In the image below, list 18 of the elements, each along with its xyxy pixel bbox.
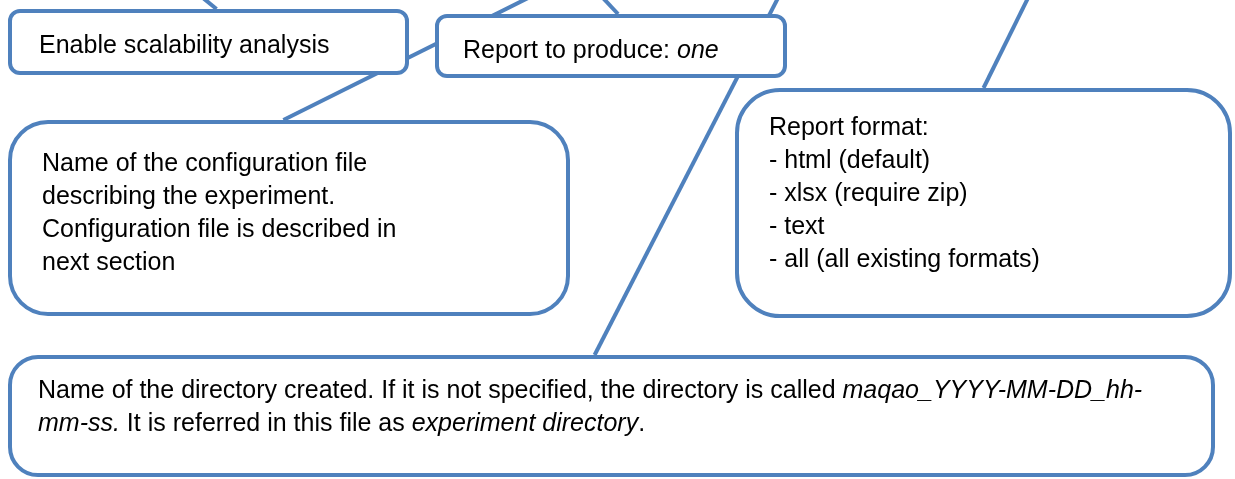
- leader-line: [201, 0, 218, 11]
- callout-text: Name of the directory created. If it is not specified, the directory is called maqao_YYYY-MM-DD_hh-mm-ss. It is referred in this file as experiment directory.: [38, 374, 1144, 438]
- callout-box: [735, 88, 1232, 318]
- callout-box: [435, 14, 787, 78]
- callout-text: - text: [769, 210, 826, 241]
- callout-text: Report format:: [769, 111, 930, 142]
- callout-text: - xlsx (require zip): [769, 177, 969, 208]
- leader-line: [601, 0, 620, 16]
- callout-box: [8, 120, 570, 316]
- callout-text: Report to produce: one: [463, 34, 720, 65]
- callout-text: Name of the configuration file describing the experiment.: [42, 147, 369, 211]
- callout-text: - html (default): [769, 144, 932, 175]
- leader-line: [981, 0, 1030, 89]
- callout-text: Configuration file is described in next section: [42, 213, 398, 277]
- callout-box: [8, 9, 409, 75]
- callout-text: - all (all existing formats): [769, 243, 1041, 274]
- callout-box: [8, 355, 1215, 477]
- callout-text: Enable scalability analysis: [39, 29, 331, 60]
